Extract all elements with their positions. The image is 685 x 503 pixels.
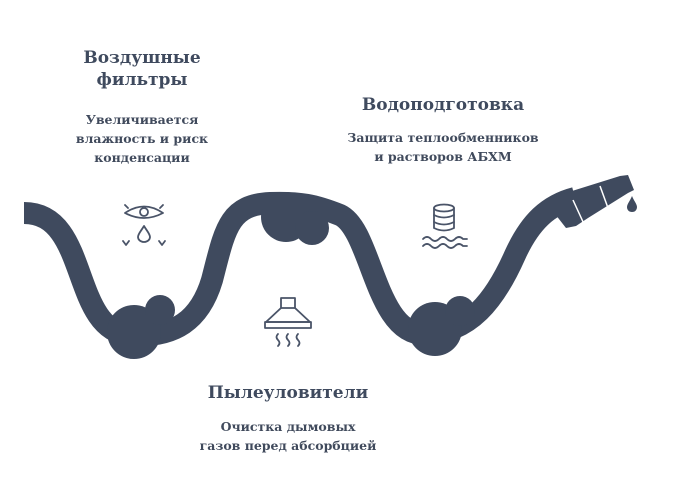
database-water-icon — [422, 203, 468, 249]
item-title-air-filters: Воздушные фильтры — [83, 48, 201, 90]
range-hood-icon — [264, 297, 312, 347]
pipe-nozzle — [548, 175, 634, 228]
item-description-air-filters: Увеличивается влажность и риск конденсац… — [75, 112, 209, 165]
item-title-dust-collectors: Пылеуловители — [207, 383, 369, 403]
item-description-dust-collectors: Очистка дымовых газов перед абсорбцией — [199, 419, 377, 453]
pipe-joint-1-small — [145, 295, 175, 325]
water-drop — [627, 196, 637, 212]
eye-drop-icon — [122, 204, 166, 246]
nozzle-ring-2 — [599, 185, 609, 209]
item-description-water-treatment: Защита теплообменников и растворов АБХМ — [347, 130, 539, 164]
nozzle-ring-1 — [572, 199, 585, 225]
pipe-joint-2-small — [295, 211, 329, 245]
pipe-joint-1 — [107, 305, 161, 359]
pipe-joint-3-small — [445, 296, 475, 326]
item-title-water-treatment: Водоподготовка — [361, 95, 525, 115]
